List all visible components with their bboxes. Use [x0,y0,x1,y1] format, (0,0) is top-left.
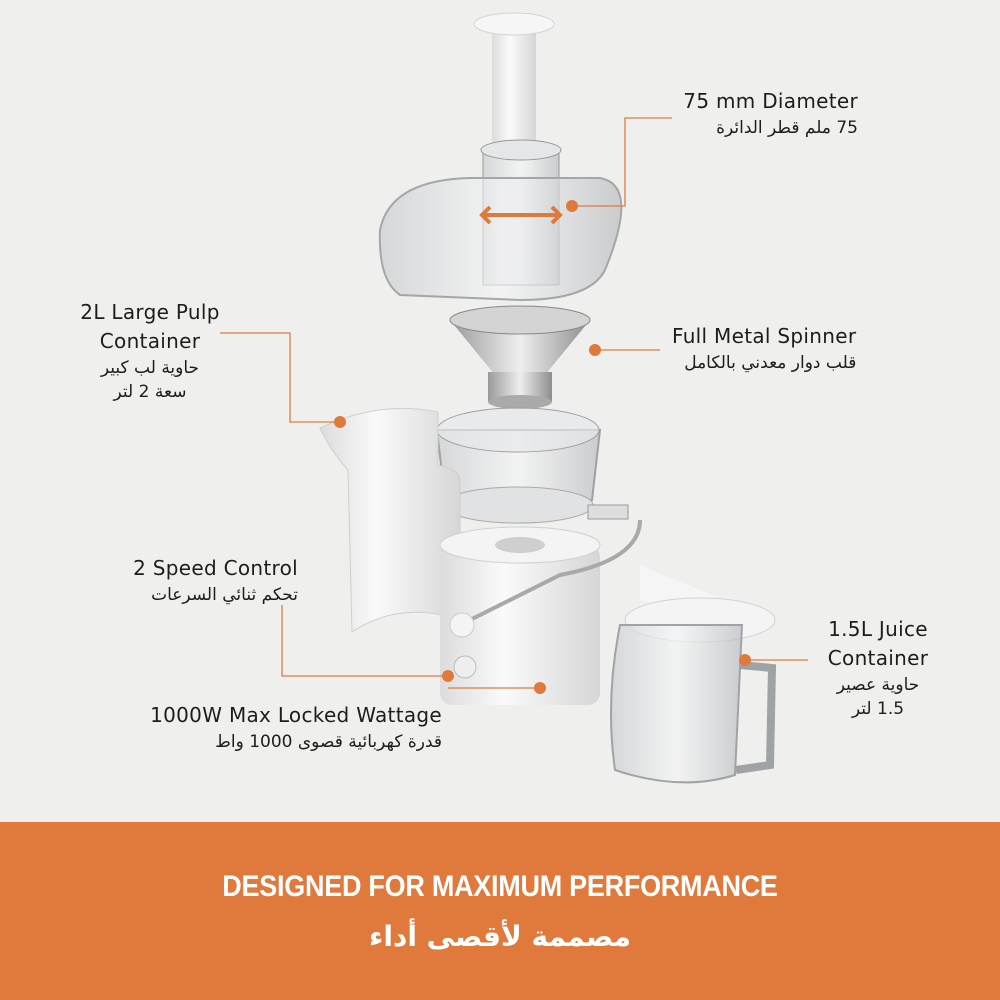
juice-jug [610,565,777,784]
banner-title-en: DESIGNED FOR MAXIMUM PERFORMANCE [222,870,778,903]
motor-base [439,519,642,705]
juicer-exploded-view [220,12,808,784]
callout-wattage-en: 1000W Max Locked Wattage [150,703,442,727]
callout-speed: 2 Speed Control تحكم ثنائي السرعات [133,554,298,607]
pulp-container [319,407,461,633]
metal-spinner [449,305,591,409]
juice-bowl [435,407,629,524]
callout-juice: 1.5L Juice Container حاوية عصير 1.5 لتر [808,615,948,721]
product-illustration: 75 mm Diameter 75 ملم قطر الدائرة Full M… [60,12,948,784]
callout-speed-ar: تحكم ثنائي السرعات [151,585,298,605]
callout-juice-en1: 1.5L Juice [828,617,928,641]
callout-pulp-ar2: سعة 2 لتر [113,382,187,402]
leader-lines [220,117,808,689]
callout-speed-en: 2 Speed Control [133,556,298,580]
callout-spinner-ar: قلب دوار معدني بالكامل [684,353,857,373]
callout-wattage-ar: قدرة كهربائية قصوى 1000 واط [215,732,442,752]
food-pusher [473,12,555,155]
callout-spinner-en: Full Metal Spinner [672,324,857,348]
callout-pulp-en2: Container [99,329,201,353]
callout-juice-ar2: 1.5 لتر [851,699,905,719]
callout-pulp-ar1: حاوية لب كبير [100,358,200,378]
callout-spinner: Full Metal Spinner قلب دوار معدني بالكام… [672,322,856,375]
banner: DESIGNED FOR MAXIMUM PERFORMANCE مصممة ل… [0,822,1000,1000]
callout-juice-ar1: حاوية عصير [836,675,920,695]
callout-juice-en2: Container [827,646,929,670]
banner-title-ar: مصممة لأقصى أداء [369,920,631,953]
feed-chute-lid [378,139,623,302]
callout-diameter-en: 75 mm Diameter [683,89,858,113]
callout-pulp: 2L Large Pulp Container حاوية لب كبير سع… [60,298,240,404]
callout-pulp-en1: 2L Large Pulp [80,300,220,324]
callout-diameter: 75 mm Diameter 75 ملم قطر الدائرة [683,87,858,140]
callout-dots [334,200,751,694]
callout-diameter-ar: 75 ملم قطر الدائرة [716,118,858,138]
callout-wattage: 1000W Max Locked Wattage قدرة كهربائية ق… [150,701,442,754]
